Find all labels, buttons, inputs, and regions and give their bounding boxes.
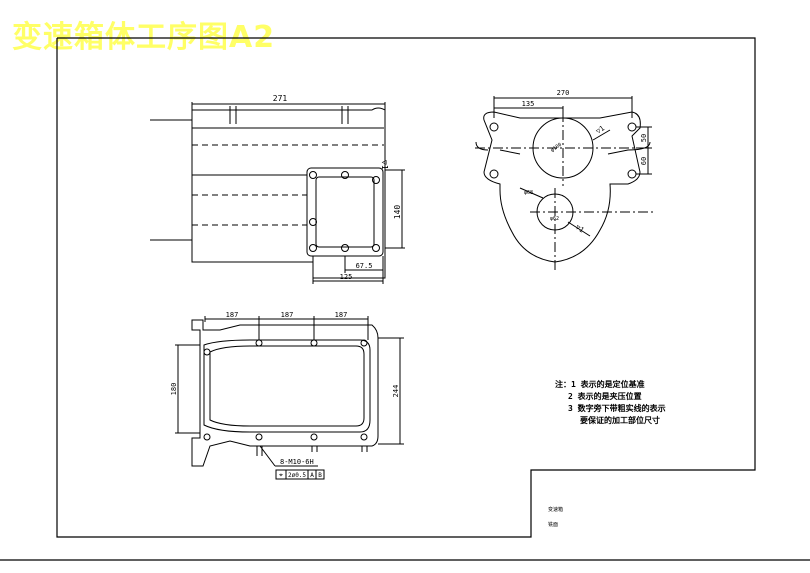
top-view [150, 102, 405, 284]
dim-left-label: 180 [170, 383, 178, 396]
bolt-hole [203, 433, 211, 441]
leader-line [592, 129, 611, 141]
title-block-name: 变速箱 [548, 506, 563, 513]
dim-seg-label: 187 [281, 311, 294, 319]
bolt-hole [310, 339, 318, 347]
bore-label: φ100 [550, 142, 563, 154]
cover-flange [306, 167, 384, 257]
bolt-hole [309, 244, 317, 252]
front-view [175, 316, 404, 480]
roughness-mark: ▽1 [574, 223, 586, 234]
bore-label: φ68 [524, 190, 533, 196]
side-view [475, 96, 655, 270]
drawing-frame [56, 37, 756, 538]
note-line-3: 3 数字旁下带粗实线的表示 [568, 403, 666, 413]
roughness-mark: ▽1 [595, 124, 607, 135]
dim-half-label: 135 [522, 100, 535, 108]
bolt-hole [489, 169, 499, 179]
bolt-hole [341, 171, 349, 179]
thread-label: 8-M10-6H [280, 458, 314, 466]
note-line-2: 2 表示的是夹压位置 [568, 391, 642, 401]
note-line-4: 要保证的加工部位尺寸 [580, 415, 660, 425]
note-line-1: 注：1 表示的是定位基准 [555, 379, 645, 389]
leader-line [567, 221, 591, 237]
tolerance-symbol: ⌖ [279, 471, 283, 479]
dim-seg-label: 187 [335, 311, 348, 319]
dim-v2-label: 60 [640, 157, 648, 165]
tolerance-datum-a: A [310, 472, 314, 479]
leader-line [259, 445, 276, 467]
bolt-hole [627, 122, 637, 132]
bolt-hole [627, 169, 637, 179]
side-outline [483, 111, 641, 263]
bolt-hole [489, 122, 499, 132]
bore-label: φ62 [550, 216, 559, 222]
bolt-hole [372, 244, 380, 252]
title-block-process: 铣面 [548, 521, 558, 528]
tolerance-datum-b: B [318, 472, 322, 479]
dim-bolt-pitch-label: 67.5 [356, 262, 373, 270]
dim-window-label: 125 [340, 273, 353, 281]
cover-window [315, 176, 375, 248]
dim-length-label: 271 [273, 94, 288, 103]
front-outline [191, 319, 379, 467]
bolt-hole [203, 348, 211, 356]
dim-v1-label: 50 [640, 134, 648, 142]
bolt-hole [341, 244, 349, 252]
bolt-hole [310, 433, 318, 441]
inner-cavity-edge [209, 345, 365, 427]
tolerance-value: 2ø0.5 [288, 472, 306, 479]
bolt-hole [255, 433, 263, 441]
dim-height-label: 140 [393, 205, 402, 220]
bolt-hole [360, 339, 368, 347]
bolt-hole [255, 339, 263, 347]
dim-seg-label: 187 [226, 311, 239, 319]
surface-mark: ▽1 [380, 160, 389, 170]
bolt-hole [309, 218, 317, 226]
tolerance-frame [275, 469, 325, 480]
housing-outline [191, 107, 386, 279]
bolt-hole [360, 433, 368, 441]
leader-line [519, 187, 544, 199]
inner-cavity [203, 339, 371, 433]
bolt-hole [309, 171, 317, 179]
dim-width-label: 270 [557, 89, 570, 97]
bolt-hole [372, 176, 380, 184]
dim-right-label: 244 [392, 385, 400, 398]
